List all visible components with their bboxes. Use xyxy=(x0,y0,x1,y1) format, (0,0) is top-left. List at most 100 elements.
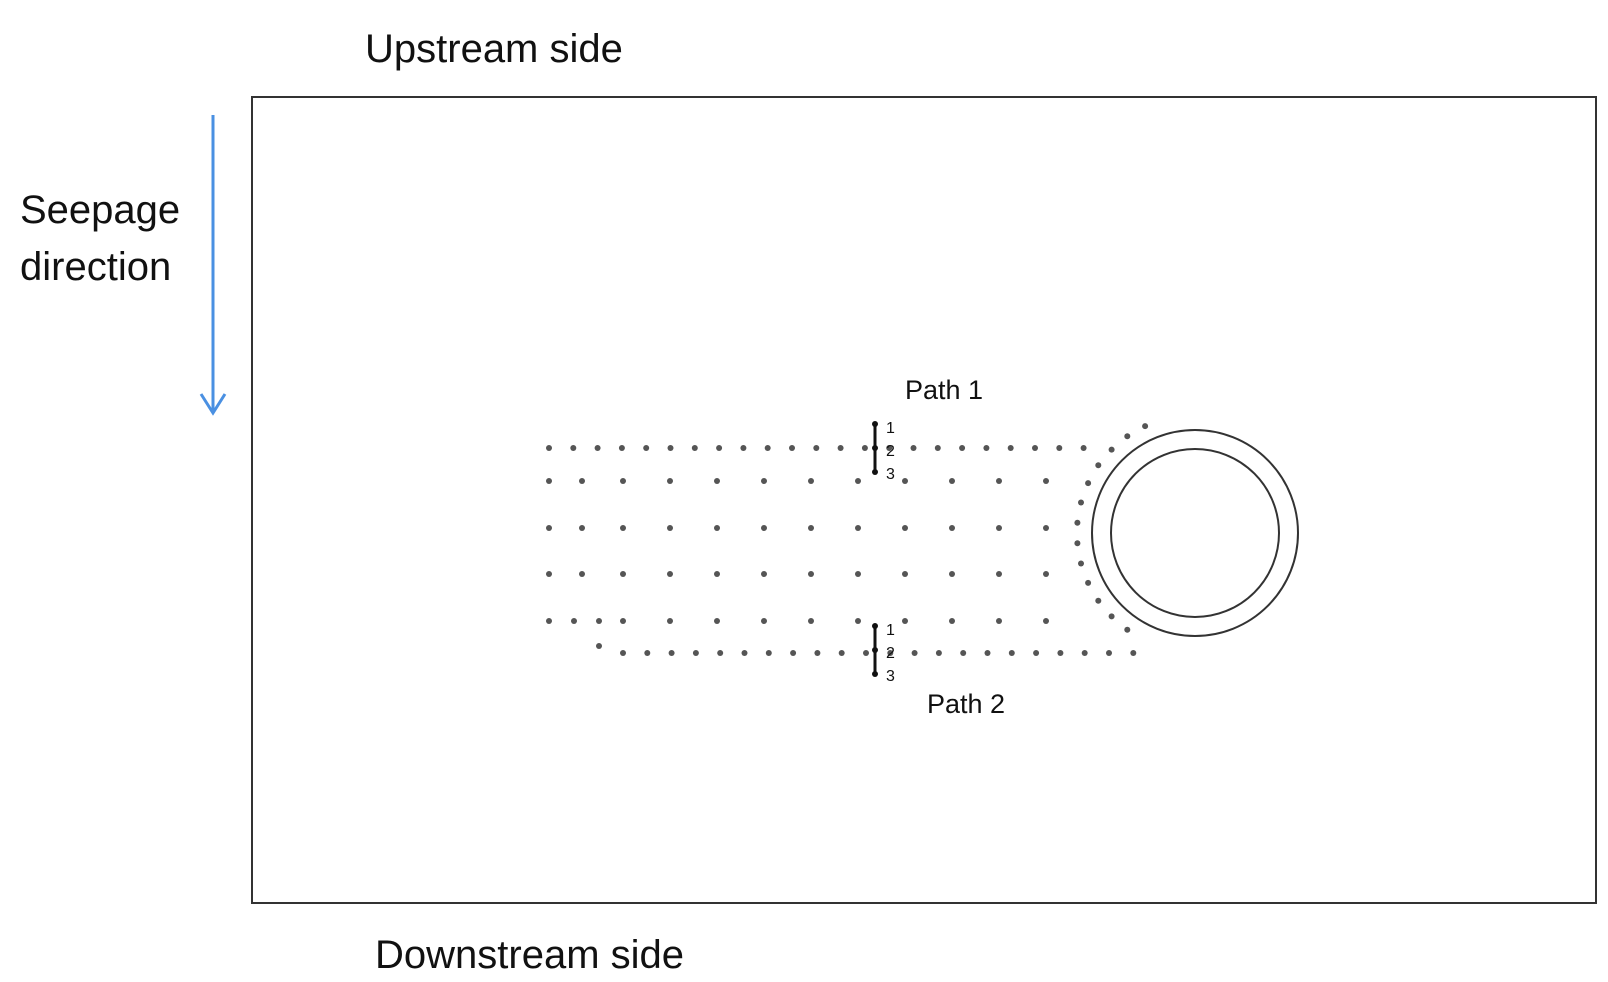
measurement-dot xyxy=(1043,571,1049,577)
measurement-dot xyxy=(861,445,868,451)
measurement-dot xyxy=(761,525,767,531)
measurement-dot xyxy=(1081,650,1088,656)
measurement-dot xyxy=(546,445,552,451)
measurement-dot xyxy=(596,643,602,649)
measurement-dot xyxy=(949,478,955,484)
measurement-dot xyxy=(808,618,814,624)
measurement-dot xyxy=(761,618,767,624)
measurement-dot xyxy=(911,650,918,656)
measurement-dot xyxy=(667,445,674,451)
measurement-dot xyxy=(996,618,1002,624)
measurement-dot xyxy=(546,478,552,484)
measurement-dot xyxy=(692,650,699,656)
pipe-inner-circle xyxy=(1110,448,1280,618)
measurement-dot xyxy=(855,525,861,531)
measurement-dot xyxy=(1124,433,1131,440)
measurement-dot xyxy=(789,445,795,451)
measurement-dot xyxy=(959,445,966,451)
measurement-dot xyxy=(620,618,626,624)
measurement-dot xyxy=(902,618,908,624)
measurement-dot xyxy=(579,478,585,484)
measurement-dot xyxy=(741,650,748,656)
measurement-dot xyxy=(620,650,626,656)
pipe-outer-circle xyxy=(1091,429,1299,637)
measurement-dot xyxy=(949,618,955,624)
measurement-dot xyxy=(740,445,747,451)
measurement-dot xyxy=(1074,519,1081,526)
measurement-dot xyxy=(546,618,552,624)
measurement-dot xyxy=(1085,480,1092,487)
measurement-point-grid xyxy=(546,423,1149,656)
measurement-dot xyxy=(1056,445,1063,451)
measurement-dot xyxy=(1043,478,1049,484)
measurement-dot xyxy=(765,650,772,656)
measurement-dot xyxy=(761,478,767,484)
domain-boundary xyxy=(251,96,1597,904)
measurement-dot xyxy=(1057,650,1064,656)
measurement-dot xyxy=(808,571,814,577)
measurement-dot xyxy=(837,445,844,451)
measurement-dot xyxy=(594,445,601,451)
measurement-dot xyxy=(949,571,955,577)
measurement-dot xyxy=(714,478,720,484)
measurement-dot xyxy=(579,525,585,531)
measurement-dot xyxy=(618,445,625,451)
measurement-dot xyxy=(667,618,673,624)
path-2-point-1: 1 xyxy=(886,622,895,639)
seepage-label-line2: direction xyxy=(20,245,171,289)
measurement-dot xyxy=(1078,560,1084,567)
measurement-dot xyxy=(902,478,908,484)
measurement-dot xyxy=(1124,626,1131,633)
measurement-dot xyxy=(996,478,1002,484)
measurement-dot xyxy=(886,445,893,451)
measurement-dot xyxy=(934,445,941,451)
path-2-point-2: 2 xyxy=(886,645,895,662)
path-1-point-1: 1 xyxy=(886,420,895,437)
measurement-dot xyxy=(570,445,577,451)
measurement-dot xyxy=(855,571,861,577)
measurement-dot xyxy=(644,650,651,656)
path-2-label: Path 2 xyxy=(927,689,1005,719)
measurement-dot xyxy=(716,445,723,451)
measurement-dot xyxy=(1043,618,1049,624)
measurement-dot xyxy=(960,650,967,656)
measurement-dot xyxy=(596,618,602,624)
measurement-dot xyxy=(1078,499,1084,506)
measurement-dot xyxy=(984,650,991,656)
seepage-direction-arrow-icon xyxy=(199,115,227,416)
measurement-dot xyxy=(546,525,552,531)
measurement-dot xyxy=(983,445,990,451)
measurement-dot xyxy=(902,525,908,531)
measurement-dot xyxy=(949,525,955,531)
measurement-dot xyxy=(1085,579,1092,586)
measurement-dot xyxy=(667,571,673,577)
measurement-dot xyxy=(714,618,720,624)
measurement-dot xyxy=(902,571,908,577)
measurement-dot xyxy=(1095,597,1102,604)
measurement-dot xyxy=(1142,423,1149,430)
measurement-dot xyxy=(790,650,797,656)
measurement-dot xyxy=(814,650,821,656)
measurement-dot xyxy=(620,525,626,531)
measurement-dot xyxy=(935,650,942,656)
measurement-dot xyxy=(667,478,673,484)
measurement-dot xyxy=(1108,613,1115,620)
measurement-dot xyxy=(643,445,650,451)
measurement-dot xyxy=(813,445,820,451)
path-1-point-2: 2 xyxy=(886,443,895,460)
measurement-dot xyxy=(887,650,894,656)
measurement-dot xyxy=(1130,650,1137,656)
measurement-dot xyxy=(1008,650,1015,656)
measurement-dot xyxy=(761,571,767,577)
measurement-dot xyxy=(855,478,861,484)
measurement-dot xyxy=(620,571,626,577)
measurement-dot xyxy=(863,650,869,656)
measurement-dot xyxy=(691,445,698,451)
path-1-point-3: 3 xyxy=(886,466,895,483)
measurement-dot xyxy=(910,445,917,451)
measurement-dot xyxy=(1043,525,1049,531)
path-2-point-3: 3 xyxy=(886,668,895,685)
upstream-label: Upstream side xyxy=(365,27,623,71)
